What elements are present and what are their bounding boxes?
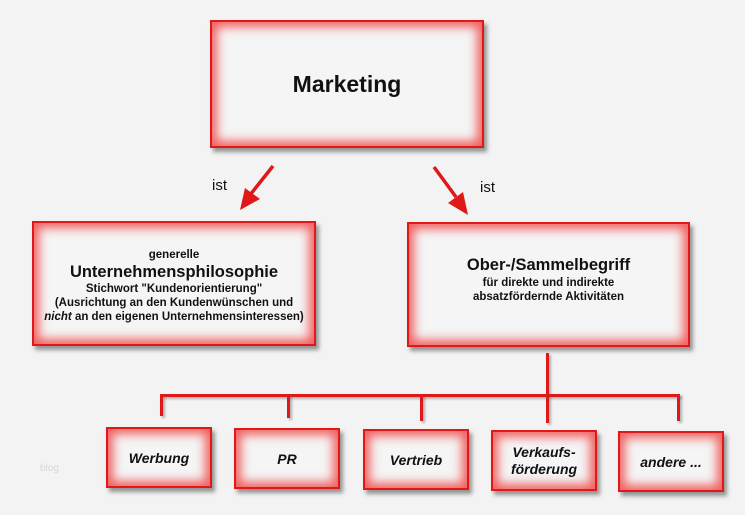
child-label-andere: andere ...: [640, 453, 702, 470]
child-label-pr: PR: [277, 450, 297, 467]
collective-term-box: Ober-/Sammelbegriff für direkte und indi…: [407, 222, 690, 347]
philosophy-line4: (Ausrichtung an den Kundenwünschen und: [54, 296, 294, 309]
child-label-vertrieb: Vertrieb: [389, 451, 443, 468]
child-box-pr: PR: [234, 428, 340, 489]
collective-term-line2: für direkte und indirekte: [482, 277, 615, 289]
marketing-box: Marketing: [210, 20, 484, 148]
collective-term-title: Ober-/Sammelbegriff: [466, 256, 631, 274]
collective-term-line3: absatzfördernde Aktivitäten: [472, 291, 625, 303]
child-box-verkaufsfoerderung: Verkaufs- förderung: [491, 430, 597, 491]
philosophy-box: generelle Unternehmensphilosophie Stichw…: [32, 221, 316, 346]
marketing-title: Marketing: [292, 70, 402, 97]
child-box-andere: andere ...: [618, 431, 724, 492]
philosophy-line5-rest: an den eigenen Unternehmensinteressen): [71, 310, 304, 323]
arrow-left-icon: [240, 164, 275, 210]
connector-trunk: [546, 353, 549, 423]
connector-drop-2: [287, 394, 290, 418]
connector-label-right: ist: [480, 179, 495, 196]
arrow-right-icon: [432, 165, 468, 215]
connector-drop-3: [420, 394, 423, 421]
child-label-werbung: Werbung: [128, 449, 190, 466]
philosophy-line3: Stichwort "Kundenorientierung": [85, 282, 263, 295]
child-box-werbung: Werbung: [106, 427, 212, 488]
philosophy-line5-italic: nicht: [44, 310, 72, 323]
philosophy-line5: nicht an den eigenen Unternehmensinteres…: [44, 310, 303, 324]
child-label-verkaufs-line2: förderung: [510, 460, 578, 477]
connector-drop-5: [677, 394, 680, 421]
philosophy-line1: generelle: [148, 248, 200, 261]
philosophy-title: Unternehmensphilosophie: [69, 262, 279, 281]
watermark: blog: [40, 463, 59, 474]
child-box-vertrieb: Vertrieb: [363, 429, 469, 490]
connector-label-left: ist: [212, 177, 227, 194]
child-label-verkaufs-line1: Verkaufs-: [512, 443, 576, 460]
connector-drop-1: [160, 394, 163, 416]
